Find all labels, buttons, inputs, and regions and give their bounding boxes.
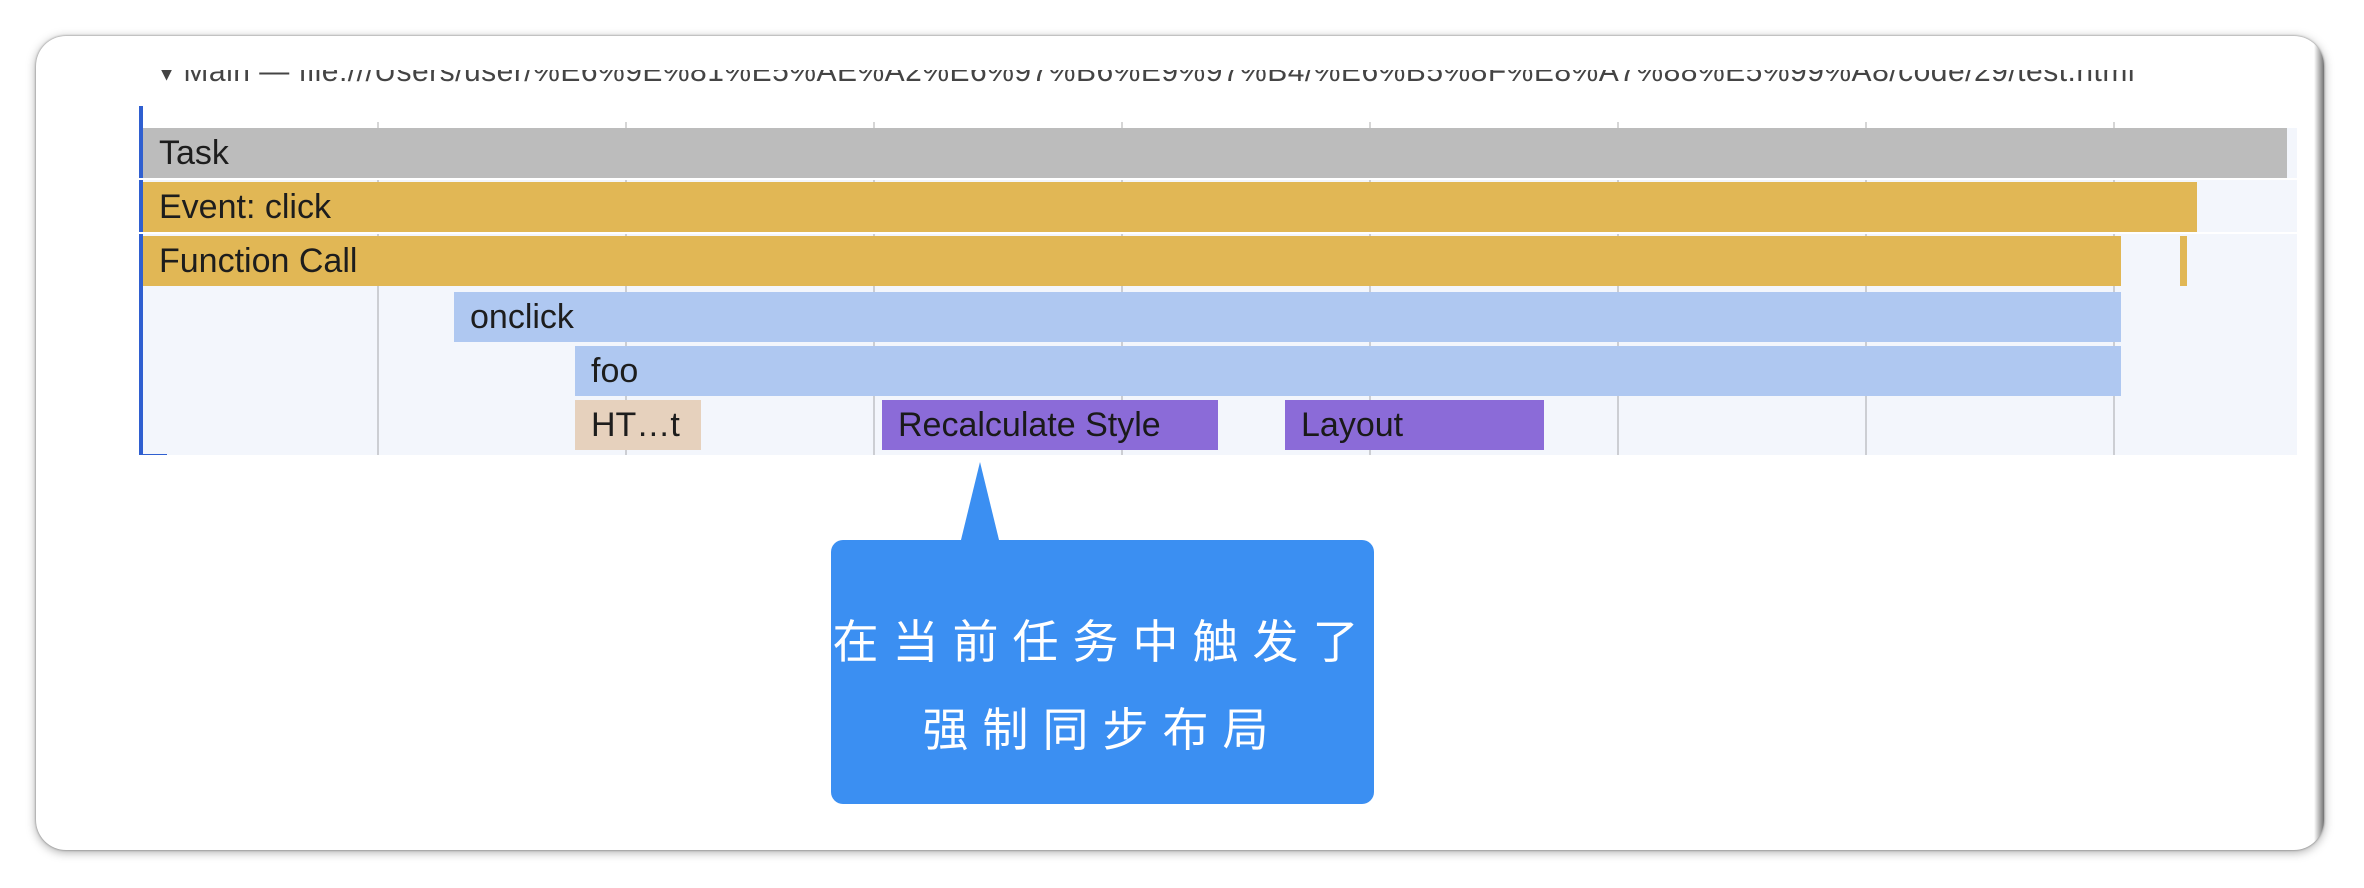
- event-function-call-secondary[interactable]: [2180, 236, 2187, 286]
- event-foo-label: foo: [591, 352, 639, 390]
- flame-chart-header: [139, 70, 2297, 128]
- row-separator: [139, 178, 2297, 180]
- callout-line-2: 强制同步布局: [922, 703, 1283, 757]
- event-task[interactable]: Task: [143, 128, 2287, 178]
- event-click[interactable]: Event: click: [143, 182, 2197, 232]
- flame-chart-footer: [139, 455, 2297, 468]
- flame-chart[interactable]: ▾ Main — file:///Users/user/%E6%9E%81%E5…: [139, 70, 2297, 468]
- selection-rail: [139, 106, 143, 456]
- event-function-call[interactable]: Function Call: [143, 236, 2121, 286]
- event-function-call-label: Function Call: [159, 242, 358, 280]
- row-separator: [139, 232, 2297, 234]
- event-foo[interactable]: foo: [575, 346, 2121, 396]
- event-layout[interactable]: Layout: [1285, 400, 1544, 450]
- event-recalculate-style-label: Recalculate Style: [898, 406, 1161, 444]
- event-click-label: Event: click: [159, 188, 331, 226]
- card-edge-shadow: [2314, 36, 2324, 850]
- main-thread-header[interactable]: ▾ Main — file:///Users/user/%E6%9E%81%E5…: [159, 70, 2136, 88]
- callout-line-1: 在当前任务中触发了: [832, 615, 1373, 669]
- event-onclick[interactable]: onclick: [454, 292, 2121, 342]
- timeline-gridline: [377, 122, 379, 468]
- event-layout-label: Layout: [1301, 406, 1404, 444]
- event-parse-html[interactable]: HT…t: [575, 400, 701, 450]
- annotation-callout: 在当前任务中触发了 强制同步布局: [831, 540, 1374, 804]
- event-parse-html-label: HT…t: [591, 406, 680, 444]
- event-recalculate-style[interactable]: Recalculate Style: [882, 400, 1218, 450]
- callout-pointer: [960, 462, 1000, 544]
- event-onclick-label: onclick: [470, 298, 574, 336]
- event-task-label: Task: [159, 134, 229, 172]
